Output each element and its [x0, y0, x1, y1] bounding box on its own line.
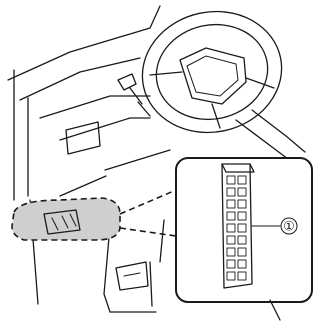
pedal — [116, 262, 148, 290]
zoom-inset: ① — [176, 158, 312, 302]
zoom-leader-lines — [120, 190, 176, 236]
callout-label-1: ① — [283, 220, 295, 235]
steering-wheel — [131, 0, 305, 168]
connector-location-highlight — [12, 198, 120, 240]
